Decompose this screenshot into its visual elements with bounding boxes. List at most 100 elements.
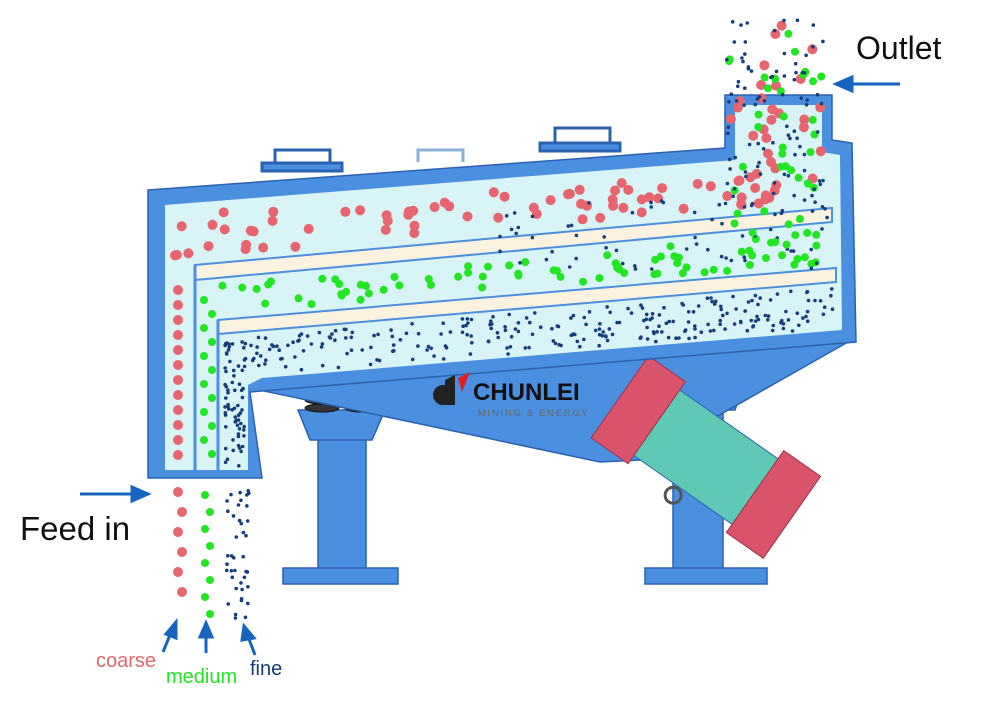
fine-particle bbox=[225, 457, 230, 462]
fine-particle bbox=[516, 329, 521, 334]
fine-particle bbox=[729, 92, 734, 96]
fine-particle bbox=[320, 363, 325, 368]
fine-particle bbox=[742, 103, 746, 107]
medium-particle bbox=[294, 294, 303, 303]
fine-particle bbox=[771, 140, 775, 145]
fine-particle bbox=[470, 341, 474, 345]
fine-particle bbox=[232, 406, 237, 411]
coarse-particle bbox=[173, 390, 183, 400]
fine-particle bbox=[246, 601, 250, 606]
medium-particle bbox=[206, 508, 214, 516]
fine-particle bbox=[344, 336, 348, 340]
coarse-particle bbox=[240, 244, 251, 255]
fine-particle bbox=[691, 310, 696, 314]
fine-particle bbox=[226, 602, 231, 606]
fine-particle bbox=[809, 266, 814, 271]
fine-particle bbox=[448, 330, 453, 334]
fine-particle bbox=[488, 322, 492, 327]
fine-particle bbox=[231, 514, 236, 518]
fine-particle bbox=[630, 210, 635, 215]
medium-particle bbox=[812, 241, 821, 250]
coarse-particle bbox=[798, 122, 809, 133]
fine-particle bbox=[629, 311, 634, 315]
fine-particle bbox=[718, 322, 722, 327]
fine-particle bbox=[667, 319, 671, 324]
fine-particle bbox=[223, 343, 227, 348]
coarse-particle bbox=[607, 194, 618, 205]
fine-particle bbox=[687, 336, 691, 341]
coarse-particle bbox=[545, 195, 556, 206]
fine-particle bbox=[240, 444, 245, 449]
medium-particle bbox=[803, 228, 812, 237]
medium-particle bbox=[809, 77, 817, 86]
fine-particle bbox=[749, 203, 754, 208]
fine-particle bbox=[566, 224, 571, 228]
coarse-particle bbox=[736, 192, 747, 203]
fine-particle bbox=[645, 337, 650, 341]
coarse-particle bbox=[381, 210, 392, 221]
fine-particle bbox=[734, 307, 738, 311]
fine-particle bbox=[708, 329, 713, 333]
coarse-particle bbox=[531, 209, 542, 219]
coarse-particle bbox=[574, 184, 585, 195]
fine-particle bbox=[633, 264, 637, 268]
coarse-particle bbox=[577, 214, 588, 225]
fine-particle bbox=[756, 302, 760, 307]
fine-particle bbox=[804, 53, 808, 58]
fine-particle bbox=[818, 182, 823, 187]
coarse-particle bbox=[207, 219, 218, 230]
fine-particle bbox=[512, 211, 517, 215]
fine-particle bbox=[743, 258, 747, 263]
fine-particle bbox=[614, 248, 619, 253]
fine-particle bbox=[293, 355, 297, 359]
fine-particle bbox=[460, 317, 465, 321]
fine-particle bbox=[649, 200, 653, 205]
fine-particle bbox=[240, 408, 244, 412]
fine-particle bbox=[239, 521, 243, 526]
medium-particle bbox=[478, 272, 487, 281]
fine-particle bbox=[795, 311, 800, 316]
fine-particle bbox=[788, 136, 792, 141]
fine-particle bbox=[372, 333, 376, 338]
fine-particle bbox=[296, 339, 300, 343]
fine-particle bbox=[574, 233, 579, 238]
fine-particle bbox=[301, 349, 306, 353]
fine-particle bbox=[806, 298, 811, 303]
coarse-particle bbox=[173, 345, 183, 355]
coarse-particle bbox=[403, 209, 414, 220]
fine-particle bbox=[729, 258, 734, 263]
coarse-particle bbox=[173, 315, 183, 325]
fine-particle bbox=[503, 328, 508, 333]
screen-box-interior bbox=[165, 105, 842, 470]
fine-particle bbox=[693, 324, 697, 328]
coarse-particle bbox=[705, 181, 716, 192]
fine-particle bbox=[610, 332, 615, 337]
fine-particle bbox=[696, 304, 701, 308]
medium-particle bbox=[318, 274, 327, 283]
medium-particle bbox=[653, 269, 662, 278]
fine-particle bbox=[825, 215, 829, 220]
fine-particle bbox=[242, 345, 246, 350]
medium-particle bbox=[206, 542, 214, 550]
fine-particle bbox=[786, 318, 791, 322]
fine-particle bbox=[410, 322, 414, 326]
fine-particle bbox=[244, 533, 248, 538]
fine-particle bbox=[652, 331, 656, 336]
fine-particle bbox=[830, 287, 834, 291]
fine-particle bbox=[746, 65, 751, 69]
fine-particle bbox=[644, 312, 649, 317]
fine-particle bbox=[225, 562, 229, 566]
medium-particle bbox=[778, 251, 787, 260]
coarse-particle bbox=[177, 547, 187, 557]
medium-particle bbox=[342, 287, 351, 296]
fine-particle bbox=[746, 300, 751, 304]
fine-particle bbox=[726, 131, 730, 136]
outlet-label: Outlet bbox=[856, 30, 942, 66]
medium-particle bbox=[784, 220, 793, 229]
fine-particle bbox=[756, 141, 760, 146]
coarse-particle bbox=[644, 192, 655, 203]
fine-particle bbox=[369, 345, 373, 350]
coarse-particle bbox=[183, 248, 194, 259]
coarse-particle bbox=[763, 148, 773, 159]
